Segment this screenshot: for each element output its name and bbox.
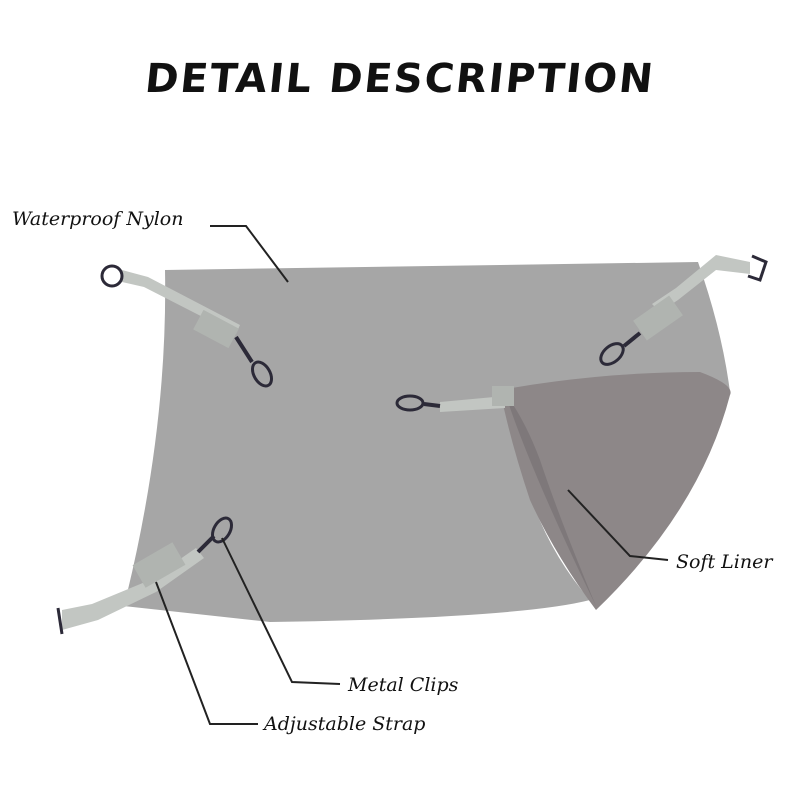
label-adjustable-strap: Adjustable Strap bbox=[264, 713, 426, 735]
strap-top-right bbox=[633, 254, 768, 341]
label-soft-liner: Soft Liner bbox=[676, 551, 773, 573]
strap-bottom-left bbox=[56, 542, 204, 635]
leader-soft-liner bbox=[567, 489, 669, 561]
clip-top-right bbox=[599, 331, 642, 366]
label-waterproof-nylon: Waterproof Nylon bbox=[12, 208, 184, 230]
leader-waterproof-nylon bbox=[210, 225, 289, 283]
page-title: DETAIL DESCRIPTION bbox=[142, 56, 658, 102]
strap-middle bbox=[440, 386, 514, 412]
liner-shading bbox=[505, 393, 596, 606]
clip-bottom-left bbox=[196, 516, 233, 554]
nylon-panel bbox=[124, 262, 730, 622]
clip-middle bbox=[395, 394, 441, 412]
leader-adjustable-strap bbox=[155, 581, 258, 725]
label-metal-clips: Metal Clips bbox=[348, 674, 459, 696]
soft-liner-fold bbox=[500, 372, 731, 610]
leader-lines bbox=[155, 225, 669, 725]
leader-metal-clips bbox=[221, 537, 341, 685]
clip-top-left bbox=[234, 335, 273, 388]
strap-top-left bbox=[100, 264, 240, 349]
